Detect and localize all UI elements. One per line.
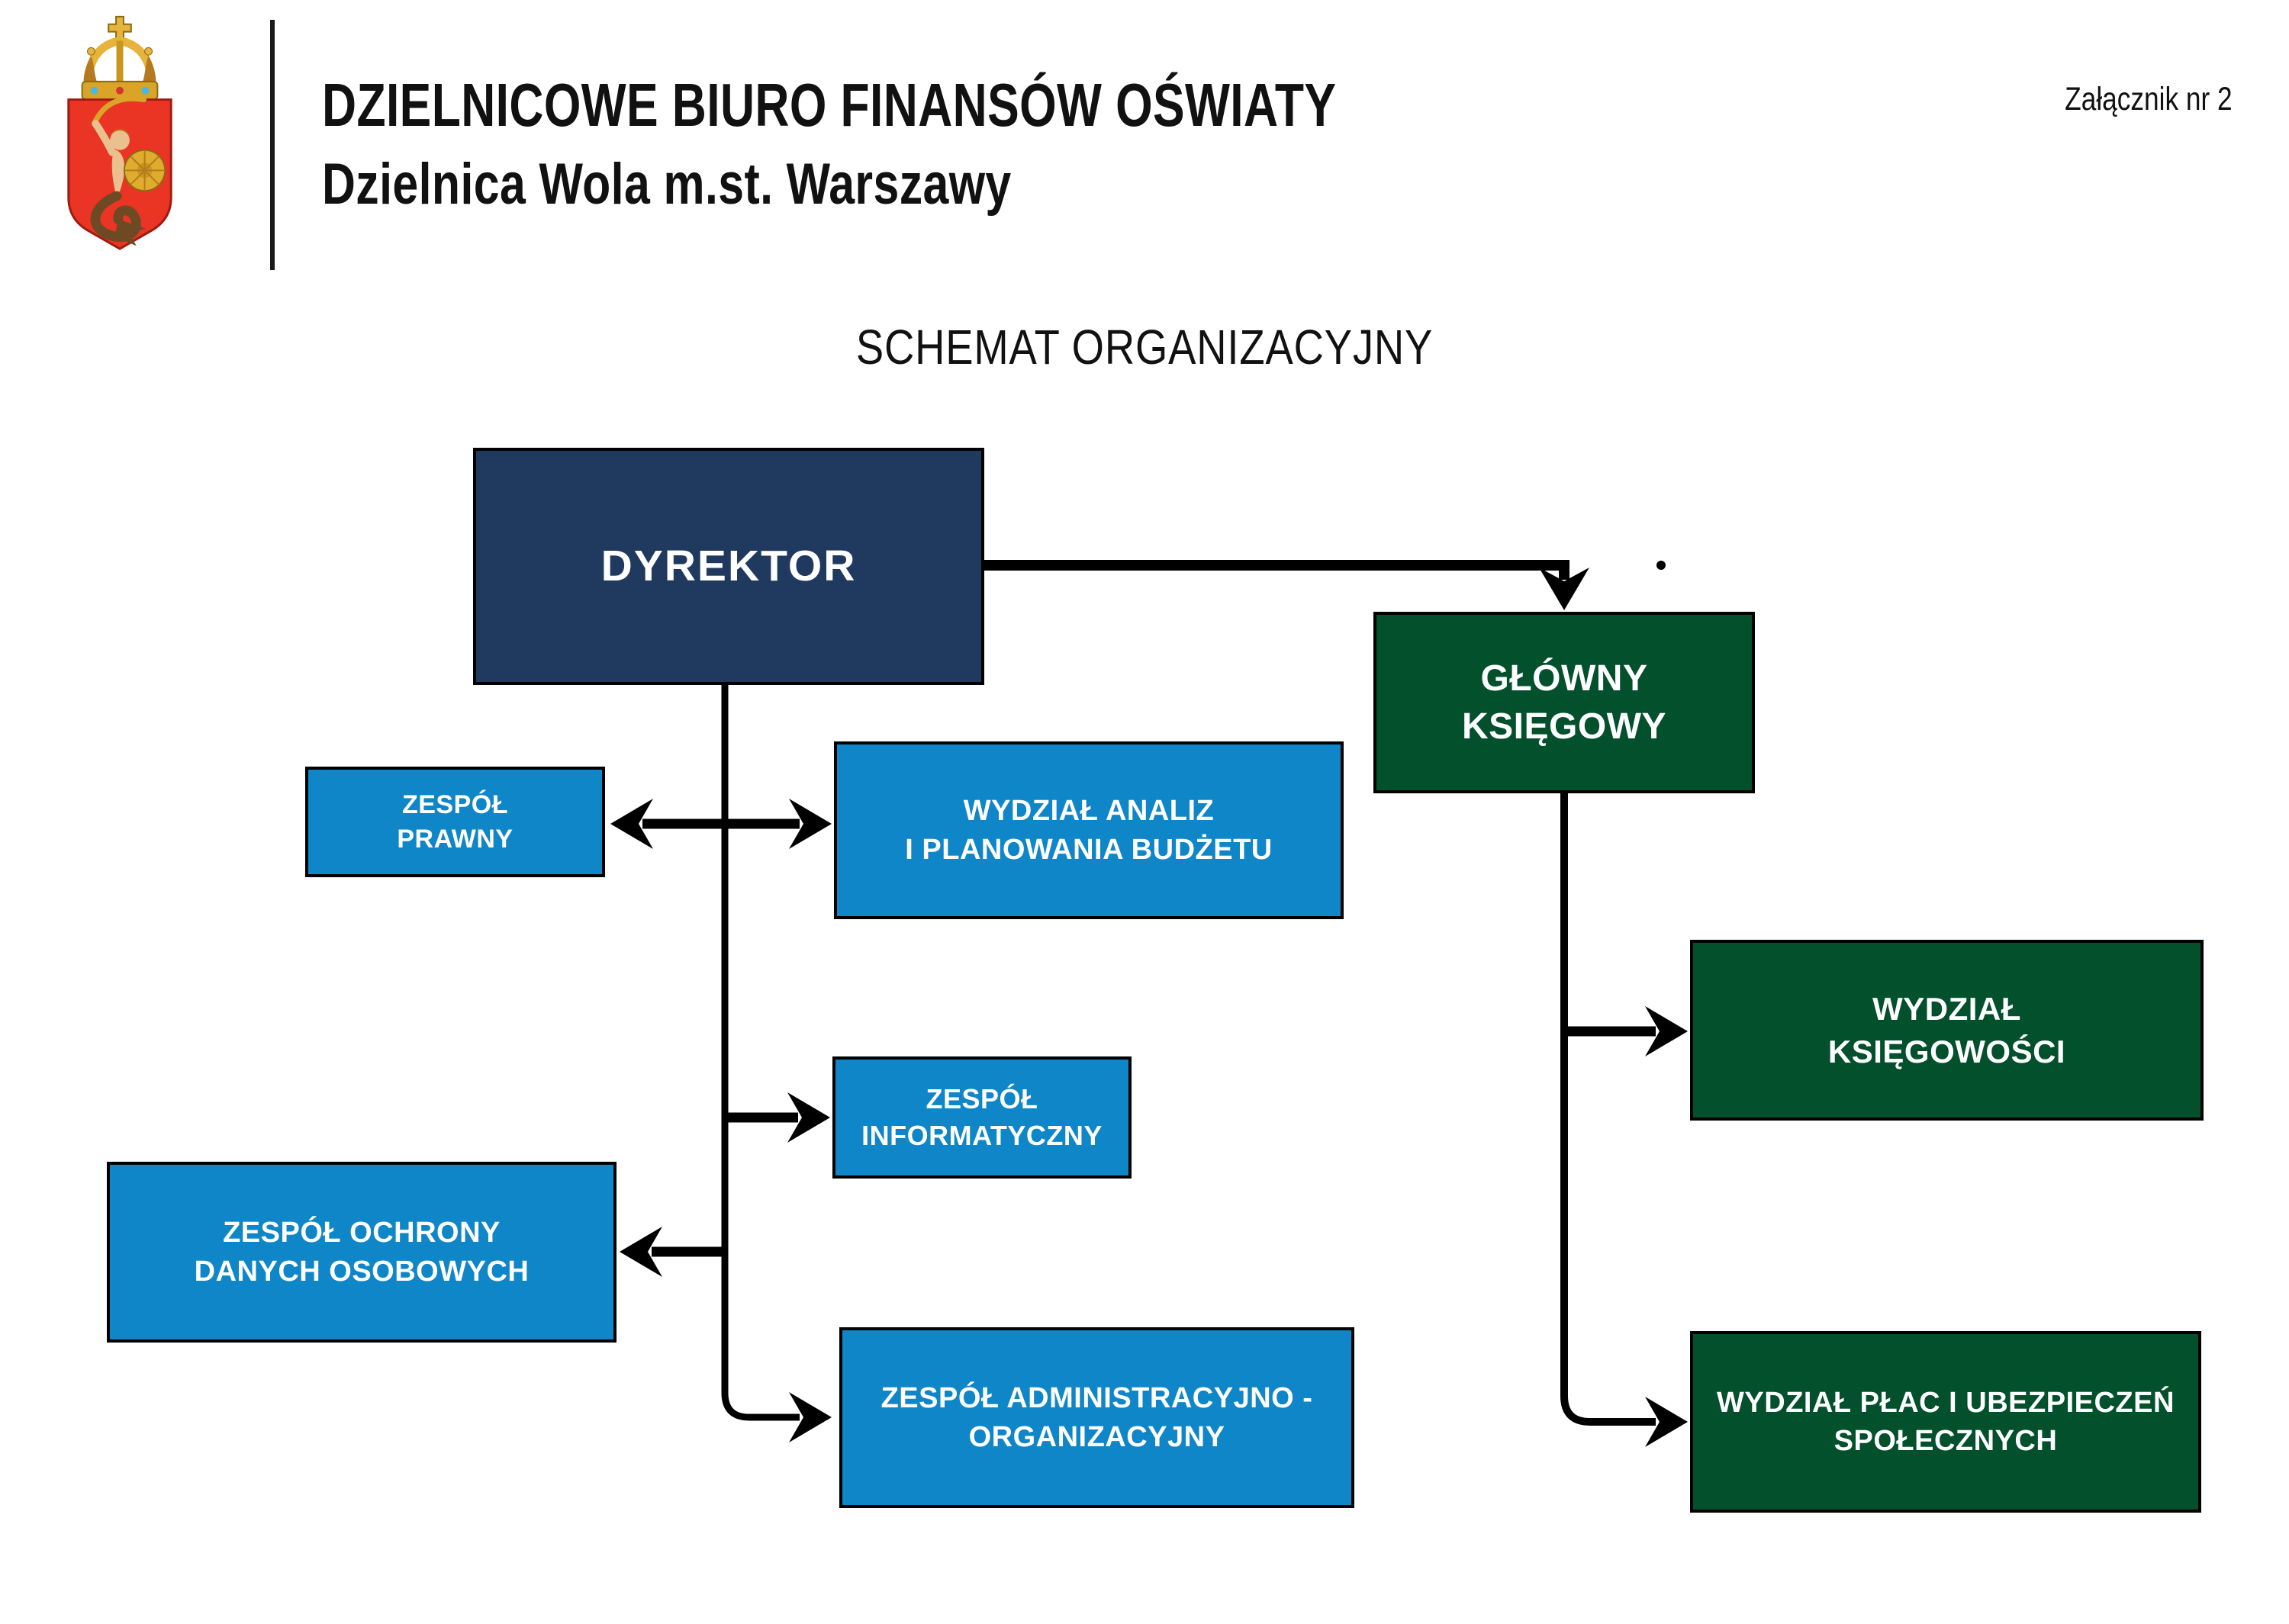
warsaw-coat-of-arms-icon xyxy=(67,15,172,250)
stray-dot xyxy=(1656,561,1666,570)
node-label-line: SPOŁECZNYCH xyxy=(1833,1425,2058,1457)
mermaid-icon xyxy=(90,95,166,246)
crown-icon xyxy=(81,15,159,101)
node-label-line: ZESPÓŁ xyxy=(926,1083,1038,1115)
edge-dyrektor-glowny-ksiegowy xyxy=(984,560,1589,610)
edge-dyrektor-zespol-admin xyxy=(721,685,832,1442)
node-label-line: KSIĘGOWOŚCI xyxy=(1827,1033,2066,1069)
node-label-line: DYREKTOR xyxy=(600,541,857,590)
node-zespol-ochrony-danych-osobowych: ZESPÓŁ OCHRONY DANYCH OSOBOWYCH xyxy=(107,1162,617,1343)
node-label-line: GŁÓWNY xyxy=(1480,658,1648,699)
node-zespol-informatyczny: ZESPÓŁ INFORMATYCZNY xyxy=(832,1056,1132,1179)
node-label-line: KSIĘGOWY xyxy=(1461,706,1667,747)
attachment-note: Załącznik nr 2 xyxy=(2065,81,2233,117)
node-wydzial-analiz: WYDZIAŁ ANALIZ I PLANOWANIA BUDŻETU xyxy=(834,741,1344,919)
chart-title: SCHEMAT ORGANIZACYJNY xyxy=(855,320,1434,375)
edge-glowny-ksiegowy-wydzial-plac xyxy=(1560,793,1688,1447)
node-dyrektor: DYREKTOR xyxy=(473,448,984,685)
node-label-line: DANYCH OSOBOWYCH xyxy=(194,1255,530,1288)
node-label-line: ZESPÓŁ OCHRONY xyxy=(223,1217,501,1249)
node-label-line: WYDZIAŁ xyxy=(1872,991,2021,1027)
edge-dyrektor-zespol-informatyczny xyxy=(725,1092,830,1143)
node-label-line: WYDZIAŁ PŁAC I UBEZPIECZEŃ xyxy=(1717,1386,2175,1419)
edge-glowny-ksiegowy-wydzial-ksiegowosci xyxy=(1564,1006,1688,1056)
org-name-subtitle: Dzielnica Wola m.st. Warszawy xyxy=(322,152,1012,217)
node-wydzial-plac-i-ubezpieczen: WYDZIAŁ PŁAC I UBEZPIECZEŃ SPOŁECZNYCH xyxy=(1690,1331,2201,1513)
node-label-line: ZESPÓŁ ADMINISTRACYJNO - xyxy=(881,1382,1313,1415)
node-label-line: PRAWNY xyxy=(397,824,513,854)
edge-dyrektor-zespol-ochrony xyxy=(620,1227,725,1277)
edge-dyrektor-zespol-prawny-wydzial-analiz xyxy=(610,799,832,849)
node-wydzial-ksiegowosci: WYDZIAŁ KSIĘGOWOŚCI xyxy=(1690,940,2204,1121)
node-label-line: I PLANOWANIA BUDŻETU xyxy=(905,833,1273,866)
node-label-line: INFORMATYCZNY xyxy=(861,1120,1103,1151)
node-label-line: ZESPÓŁ xyxy=(401,789,509,819)
node-label-line: ORGANIZACYJNY xyxy=(968,1420,1225,1453)
node-label-line: WYDZIAŁ ANALIZ xyxy=(963,795,1215,828)
org-name-title: DZIELNICOWE BIURO FINANSÓW OŚWIATY xyxy=(322,71,1337,139)
node-zespol-administracyjno-organizacyjny: ZESPÓŁ ADMINISTRACYJNO - ORGANIZACYJNY xyxy=(839,1327,1354,1508)
header-divider xyxy=(270,20,275,270)
node-glowny-ksiegowy: GŁÓWNY KSIĘGOWY xyxy=(1373,612,1755,793)
node-zespol-prawny: ZESPÓŁ PRAWNY xyxy=(305,767,605,877)
